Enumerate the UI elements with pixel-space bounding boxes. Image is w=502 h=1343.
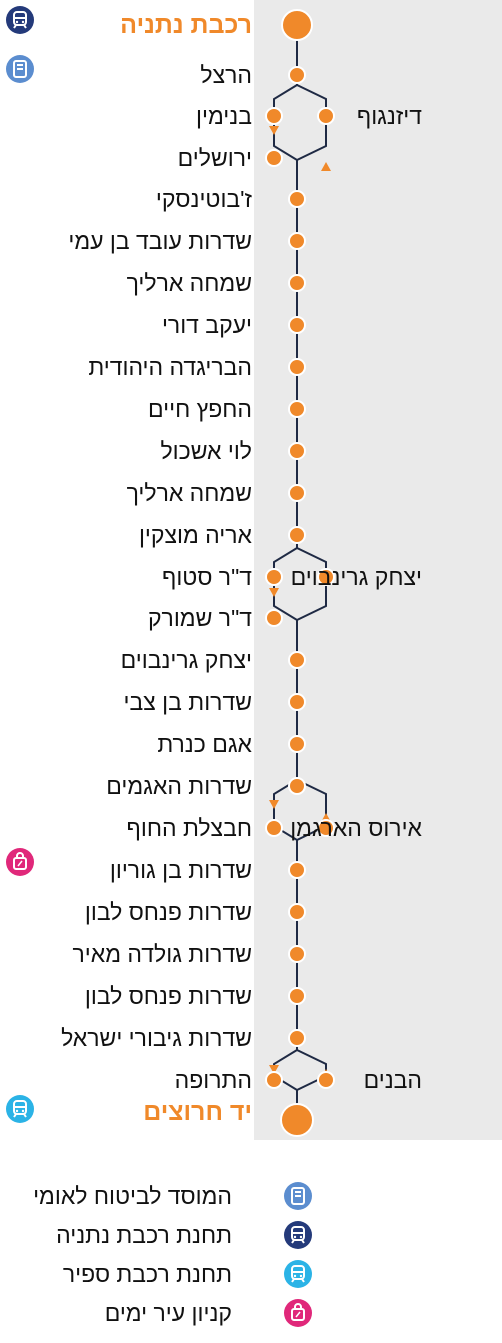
stop-dot <box>265 609 283 627</box>
stop-label-arie-motzkin: אריה מוצקין <box>138 522 252 548</box>
legend-label-insurance: המוסד לביטוח לאומי <box>33 1183 232 1209</box>
stop-label-simcha-erlich-1: שמחה ארליך <box>126 270 252 296</box>
stop-dot <box>288 316 306 334</box>
stop-dot <box>288 903 306 921</box>
route-loop <box>273 83 327 162</box>
end-terminal-dot <box>280 1103 314 1137</box>
stop-dot <box>288 274 306 292</box>
legend-label-mall: קניון עיר ימים <box>104 1300 232 1326</box>
stop-dot <box>265 107 283 125</box>
stop-dot <box>288 735 306 753</box>
stop-label-chafetz-chaim: החפץ חיים <box>148 396 252 422</box>
up-arrow-icon <box>321 162 331 171</box>
stop-label-irus-haargaman: אירוס הארגמן <box>290 815 422 841</box>
stop-label-binyamin: בנימין <box>196 103 252 129</box>
stop-dot <box>265 1071 283 1089</box>
stop-label-ben-zvi: שדרות בן צבי <box>123 689 252 715</box>
stop-label-oved-ben-ami: שדרות עובד בן עמי <box>68 228 252 254</box>
stop-dot <box>288 987 306 1005</box>
stop-label-ben-gurion: שדרות בן גוריון <box>109 857 252 883</box>
mall-icon <box>6 848 34 876</box>
stop-dot <box>288 693 306 711</box>
stop-label-haagamim: שדרות האגמים <box>106 773 252 799</box>
down-arrow-icon <box>269 126 279 135</box>
stop-dot <box>317 819 335 837</box>
route-loop <box>273 546 327 622</box>
stop-dot <box>265 149 283 167</box>
legend-label-train-sapir: תחנת רכבת ספיר <box>62 1261 232 1287</box>
stop-dot <box>288 651 306 669</box>
stop-label-hatrufa: התרופה <box>174 1067 252 1093</box>
stop-label-golda-meir: שדרות גולדה מאיר <box>72 941 253 967</box>
route-loop <box>273 1048 327 1092</box>
stop-label-dr-stoff: ד"ר סטוף <box>162 564 252 590</box>
start-station-label: רכבת נתניה <box>120 11 252 39</box>
stop-label-dr-shmorak: ד"ר שמורק <box>147 605 252 631</box>
stop-label-dizengoff: דיזנגוף <box>356 103 422 129</box>
stop-label-pinchas-lavon-2: שדרות פנחס לבון <box>84 983 252 1009</box>
legend-train-sapir-icon <box>284 1260 312 1288</box>
stop-dot <box>288 1029 306 1047</box>
stop-label-yitzhak-greenboim-branch: יצחק גרינבוים <box>290 564 422 590</box>
stop-label-levi-eshkol: לוי אשכול <box>160 438 252 464</box>
stop-dot <box>288 358 306 376</box>
stop-label-givorei-israel: שדרות גיבורי ישראל <box>61 1025 252 1051</box>
stop-label-yaakov-dori: יעקב דורי <box>161 312 252 338</box>
stop-label-simcha-erlich-2: שמחה ארליך <box>126 480 252 506</box>
down-arrow-icon <box>269 800 279 809</box>
stop-dot <box>288 232 306 250</box>
down-arrow-icon <box>269 588 279 597</box>
stop-dot <box>317 1071 335 1089</box>
stop-dot <box>288 945 306 963</box>
stop-label-jabotinsky: ז'בוטינסקי <box>155 186 252 212</box>
stop-label-habanim: הבנים <box>363 1067 422 1093</box>
stop-dot <box>288 861 306 879</box>
train-netanya-icon <box>6 6 34 34</box>
legend-insurance-icon <box>284 1182 312 1210</box>
stop-dot <box>288 484 306 502</box>
stop-dot <box>288 526 306 544</box>
legend-mall-icon <box>284 1299 312 1327</box>
stop-label-jewish-brigade: הבריגדה היהודית <box>88 354 252 380</box>
route-loop <box>273 778 327 842</box>
start-terminal-dot <box>281 9 313 41</box>
legend-label-train-netanya: תחנת רכבת נתניה <box>56 1222 232 1248</box>
stop-label-havatzelet-hachof: חבצלת החוף <box>126 815 252 841</box>
stop-dot <box>288 66 306 84</box>
stop-label-yitzhak-greenboim: יצחק גרינבוים <box>120 647 252 673</box>
stop-dot <box>317 107 335 125</box>
stop-dot <box>288 190 306 208</box>
stop-dot <box>288 777 306 795</box>
stop-dot <box>265 568 283 586</box>
end-station-label: יד חרוצים <box>143 1098 252 1126</box>
stop-dot <box>288 400 306 418</box>
stop-dot <box>317 568 335 586</box>
stop-label-herzl: הרצל <box>200 62 252 88</box>
stop-label-pinchas-lavon-1: שדרות פנחס לבון <box>84 899 252 925</box>
down-arrow-icon <box>269 1065 279 1074</box>
legend-train-netanya-icon <box>284 1221 312 1249</box>
stop-label-agam-kinneret: אגם כנרת <box>157 731 252 757</box>
stop-dot <box>265 819 283 837</box>
train-sapir-icon <box>6 1095 34 1123</box>
insurance-icon <box>6 55 34 83</box>
stop-dot <box>288 442 306 460</box>
stop-label-yerushalayim: ירושלים <box>177 145 252 171</box>
